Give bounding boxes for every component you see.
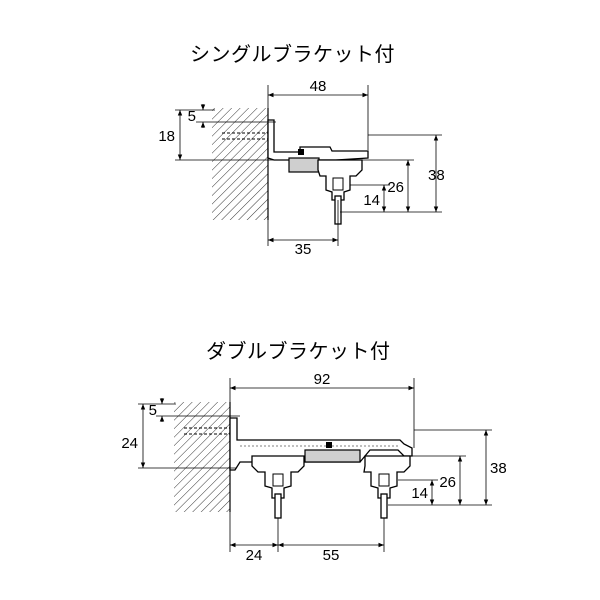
double-bracket-title: ダブルブラケット付 <box>206 341 391 363</box>
double-dim-92: 92 <box>314 371 331 388</box>
single-wall <box>212 108 268 220</box>
double-dim-26: 26 <box>439 474 456 491</box>
single-dim-48: 48 <box>310 78 327 95</box>
single-dim-35: 35 <box>295 241 312 258</box>
double-dim-24-left: 24 <box>121 435 138 452</box>
double-dim-5: 5 <box>149 402 157 419</box>
double-wall <box>174 402 230 512</box>
double-hook-inner <box>274 493 282 519</box>
single-dim-26: 26 <box>387 179 404 196</box>
double-bracket-drawing: 92 24 55 24 5 38 26 14 <box>121 371 506 564</box>
double-dim-38: 38 <box>490 460 507 477</box>
double-hook-outer <box>380 493 388 519</box>
double-dim-14: 14 <box>411 485 428 502</box>
single-bracket-title: シングルブラケット付 <box>190 44 395 66</box>
double-bracket-clamp <box>304 449 361 463</box>
double-dim-24-bottom: 24 <box>246 547 263 564</box>
single-bracket-body <box>267 119 369 161</box>
single-bracket-drawing: 48 35 18 5 38 26 14 <box>158 78 444 258</box>
single-dim-38: 38 <box>428 167 445 184</box>
single-dim-5: 5 <box>188 108 196 125</box>
double-dim-55: 55 <box>323 547 340 564</box>
single-dim-14: 14 <box>363 192 380 209</box>
single-dim-18: 18 <box>158 128 175 145</box>
single-bracket-clamp <box>288 157 320 173</box>
